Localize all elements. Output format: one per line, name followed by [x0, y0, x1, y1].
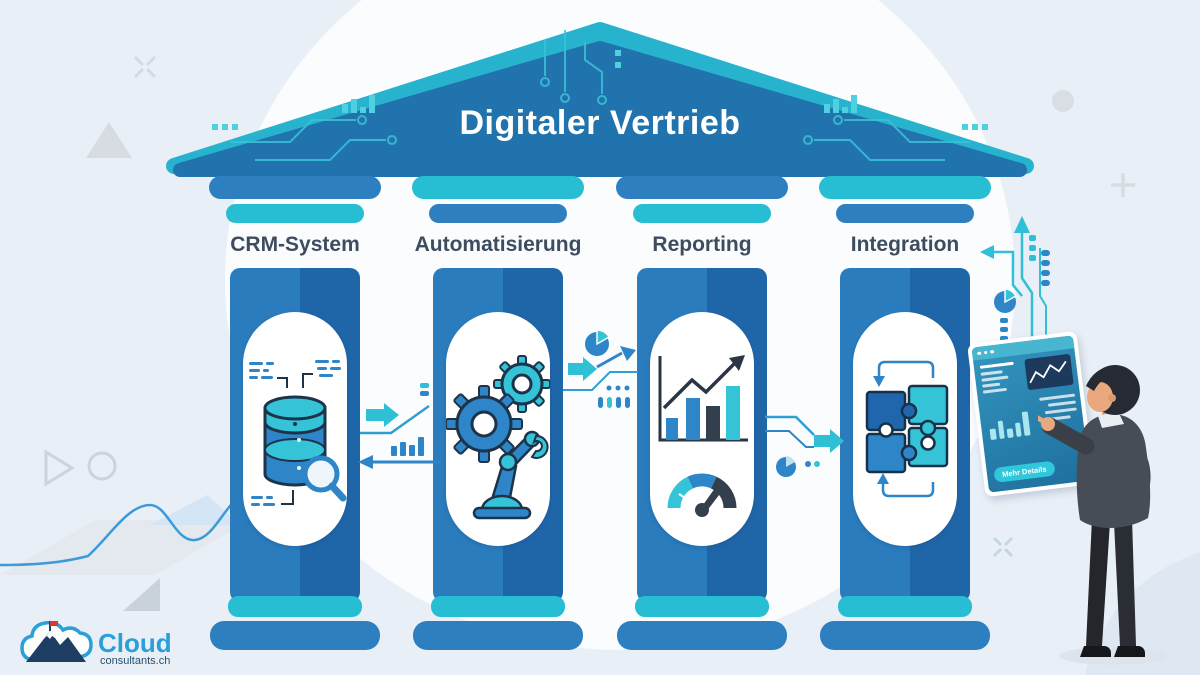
robot-arm — [472, 430, 549, 520]
up-arrow-icon — [1014, 216, 1030, 233]
capital-bar — [429, 204, 567, 223]
capital-bar — [209, 176, 381, 199]
mountain-icon — [26, 631, 86, 662]
screen-text-line — [981, 375, 1009, 382]
cross-decor-icon — [992, 536, 1014, 558]
cloud-consultants-logo: Cloud consultants.ch — [20, 620, 172, 667]
pillar-label-reporting: Reporting — [652, 233, 752, 256]
capital-bar — [226, 204, 364, 223]
base-bar — [431, 596, 565, 617]
robot-arm-gears-icon — [446, 355, 550, 520]
pillar-capsule-crm — [243, 312, 347, 546]
pillar-label-crm: CRM-System — [230, 233, 360, 256]
screen-text-line — [982, 382, 1001, 388]
circuit-traces — [230, 30, 970, 161]
chart-gauge-icon — [658, 355, 748, 517]
base-bar — [635, 596, 769, 617]
screen-bar-chart — [986, 399, 1031, 441]
temple-pediment — [166, 22, 1034, 177]
database-search-icon — [249, 360, 347, 506]
pillar-label-integration: Integration — [850, 233, 960, 256]
base-bar — [820, 621, 990, 650]
screen-text-line — [979, 361, 1014, 369]
capital-bar — [819, 176, 991, 199]
gauge — [667, 473, 737, 517]
cross-decor-icon — [133, 55, 157, 79]
pillar-label-automatisierung: Automatisierung — [414, 233, 582, 256]
play-circle-decor-icon — [44, 449, 117, 487]
person-illustration — [1038, 365, 1167, 665]
base-bar — [838, 596, 972, 617]
pillar-capsule-reporting — [650, 312, 754, 546]
capital-bar — [616, 176, 788, 199]
base-bar — [228, 596, 362, 617]
pillar-capsule-automatisierung — [446, 312, 550, 546]
base-bar — [210, 621, 380, 650]
capital-bar — [633, 204, 771, 223]
base-bar — [617, 621, 787, 650]
big-gear — [446, 385, 523, 463]
screen-line-chart — [1024, 353, 1074, 391]
dashboard-screen: Mehr Details — [967, 330, 1095, 498]
pillar-capsule-integration — [853, 312, 957, 546]
plus-decor-icon — [1111, 173, 1135, 197]
base-bar — [413, 621, 583, 650]
screen-text-line — [982, 387, 1007, 394]
capital-bar — [412, 176, 584, 199]
puzzle-pieces-icon — [865, 360, 949, 498]
capital-bar — [836, 204, 974, 223]
dashboard-screen-body: Mehr Details — [971, 335, 1091, 493]
circle-decor-icon — [1052, 90, 1074, 112]
main-title: Digitaler Vertrieb — [459, 104, 741, 142]
logo-suffix: consultants.ch — [100, 655, 170, 667]
circuit-dots — [212, 50, 988, 130]
screen-text-line — [980, 370, 1003, 376]
flag-icon — [50, 621, 58, 626]
landscape-decor — [0, 488, 250, 611]
triangle-decor-icon — [86, 122, 132, 158]
logo-name: Cloud — [98, 628, 172, 658]
